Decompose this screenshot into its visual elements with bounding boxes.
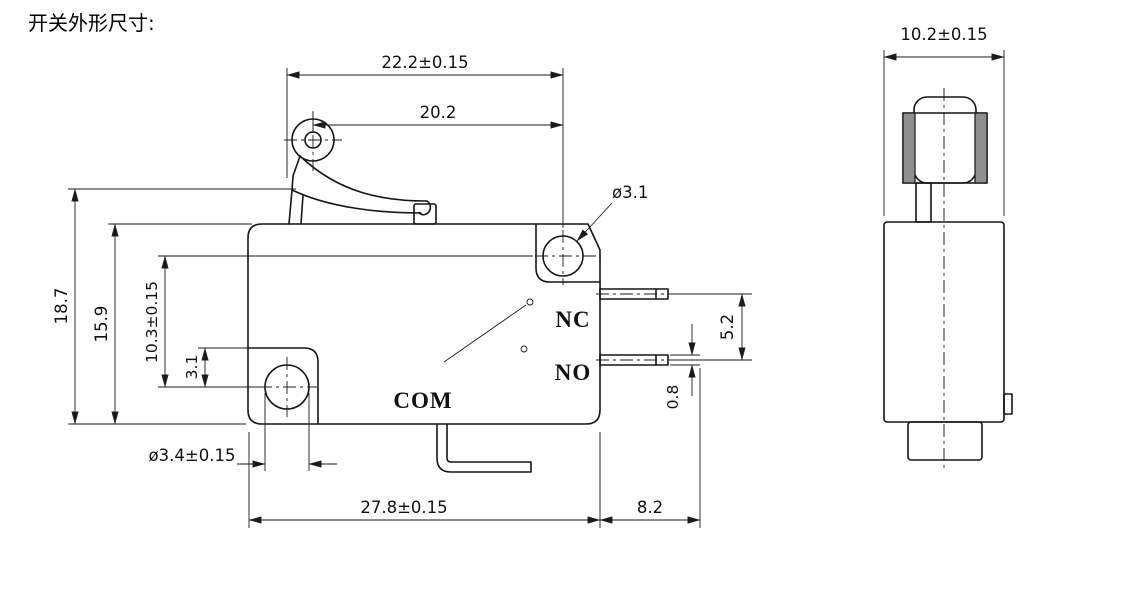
no-label: NO: [555, 360, 592, 385]
bottom-mounting-boss: [247, 347, 319, 425]
dimension-annotations: 22.2±0.15 20.2 ø3.1 18.7 15.9 10.3±0.15 …: [52, 53, 752, 528]
side-roller: [913, 96, 977, 184]
dim-hole-spacing: 10.3±0.15: [143, 281, 161, 363]
plunger: [413, 203, 437, 225]
side-bottom-plunger: [907, 421, 983, 461]
dim-terminal-thickness: 0.8: [664, 385, 682, 410]
page-title: 开关外形尺寸:: [28, 11, 155, 35]
front-view: [247, 118, 669, 473]
centerlines: [259, 88, 945, 470]
no-contact-point: [520, 345, 528, 353]
nc-contact-point: [526, 298, 534, 306]
side-bracket-plate-left: [902, 112, 916, 184]
leader-line: [576, 202, 613, 242]
dim-top-hole-diameter: ø3.1: [612, 183, 648, 202]
dim-body-height: 15.9: [92, 306, 111, 343]
dim-bottom-hole-diameter: ø3.4±0.15: [149, 446, 236, 465]
nc-terminal: [599, 288, 669, 300]
dim-hole-edge-offset: 3.1: [183, 355, 201, 380]
lever-pivot-left: [288, 155, 304, 225]
dim-overall-width-top: 22.2±0.15: [381, 53, 468, 72]
terminal-labels: NC NO COM: [393, 307, 592, 413]
dim-terminal-length: 8.2: [637, 498, 663, 517]
side-lever-stem: [915, 182, 932, 223]
dim-roller-center-to-hole: 20.2: [420, 103, 457, 122]
side-bracket-plate-right: [974, 112, 988, 184]
lever-arm-bottom-edge: [291, 189, 422, 214]
dim-body-thickness: 10.2±0.15: [900, 25, 987, 44]
no-terminal: [599, 354, 669, 366]
nc-label: NC: [555, 307, 590, 332]
side-view: 10.2±0.15: [883, 25, 1013, 461]
side-terminal-nub: [1003, 393, 1013, 415]
com-label: COM: [393, 388, 452, 413]
com-terminal: [436, 423, 532, 473]
switch-body-outline: [247, 223, 601, 425]
dim-body-width: 27.8±0.15: [360, 498, 447, 517]
dim-overall-height: 18.7: [52, 288, 71, 325]
top-mounting-boss: [535, 223, 601, 283]
lever-arm-top-edge: [299, 155, 428, 202]
dim-terminal-pitch: 5.2: [718, 314, 737, 340]
internal-contact-lever: [443, 304, 527, 363]
